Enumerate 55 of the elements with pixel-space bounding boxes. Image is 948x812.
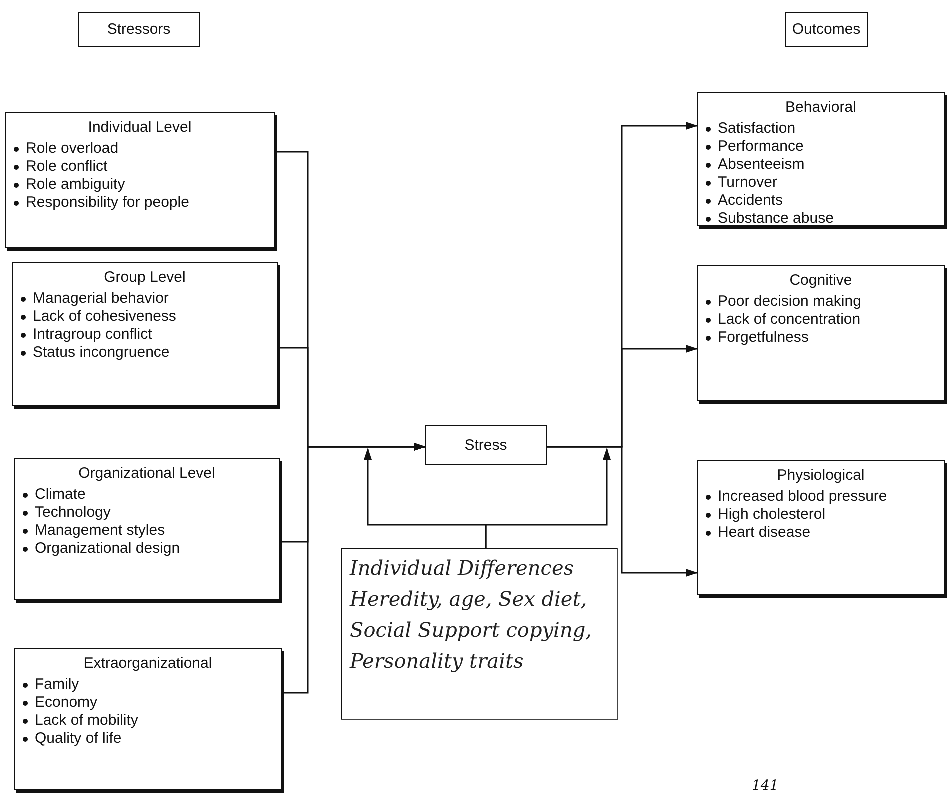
- box-heading: Cognitive: [788, 272, 854, 289]
- moderator-arrow: [485, 448, 611, 548]
- list-item: Turnover: [718, 174, 778, 191]
- box-heading: Individual Level: [87, 119, 193, 136]
- list-item: Quality of life: [35, 730, 122, 747]
- arrow: [547, 446, 698, 577]
- column-header-box: [785, 12, 868, 47]
- list-item: Role overload: [26, 140, 119, 157]
- handwritten-text: Heredity, age, Sex diet, Social Support copying, Personality traits: [348, 586, 593, 675]
- category-box: [697, 92, 945, 226]
- category-box: [12, 262, 278, 406]
- list-item: Poor decision making: [718, 293, 862, 310]
- list-item: Substance abuse: [718, 210, 834, 227]
- category-box: [14, 458, 280, 600]
- list-item: Status incongruence: [33, 344, 170, 361]
- list-item: Organizational design: [35, 540, 180, 557]
- list-item: Intragroup conflict: [33, 326, 152, 343]
- list-item: Lack of cohesiveness: [33, 308, 176, 325]
- page-number: 141: [752, 778, 779, 794]
- list-item: Heart disease: [718, 524, 811, 541]
- list-item: Climate: [35, 486, 86, 503]
- category-box: [5, 112, 275, 248]
- box-heading: Organizational Level: [78, 465, 216, 482]
- category-box: [14, 648, 282, 790]
- list-item: Managerial behavior: [33, 290, 169, 307]
- list-item: High cholesterol: [718, 506, 826, 523]
- category-box: [697, 460, 945, 595]
- list-item: Lack of concentration: [718, 311, 861, 328]
- list-item: Lack of mobility: [35, 712, 138, 729]
- box-label: Outcomes: [792, 21, 861, 38]
- box-label: Stress: [464, 436, 508, 454]
- box-heading: Group Level: [103, 269, 187, 286]
- list-item: Performance: [718, 138, 804, 155]
- list-item: Satisfaction: [718, 120, 796, 137]
- list-item: Increased blood pressure: [718, 488, 888, 505]
- list-item: Economy: [35, 694, 98, 711]
- list-item: Technology: [35, 504, 111, 521]
- box-heading: Extraorganizational: [82, 655, 214, 672]
- list-item: Management styles: [35, 522, 166, 539]
- list-item: Role conflict: [26, 158, 108, 175]
- list-item: Family: [35, 676, 80, 693]
- process-box: [425, 425, 547, 465]
- box-label: Stressors: [107, 21, 171, 38]
- box-heading: Physiological: [776, 467, 866, 484]
- list-item: Forgetfulness: [718, 329, 809, 346]
- category-box: [697, 265, 945, 401]
- arrow: [282, 443, 426, 694]
- list-item: Accidents: [718, 192, 784, 209]
- list-item: Role ambiguity: [26, 176, 126, 193]
- list-item: Absenteeism: [718, 156, 805, 173]
- box-heading: Behavioral: [784, 99, 858, 116]
- list-item: Responsibility for people: [26, 194, 190, 211]
- handwritten-heading: Individual Differences: [348, 555, 576, 582]
- column-header-box: [78, 12, 200, 47]
- handwritten-note-box: [341, 548, 618, 720]
